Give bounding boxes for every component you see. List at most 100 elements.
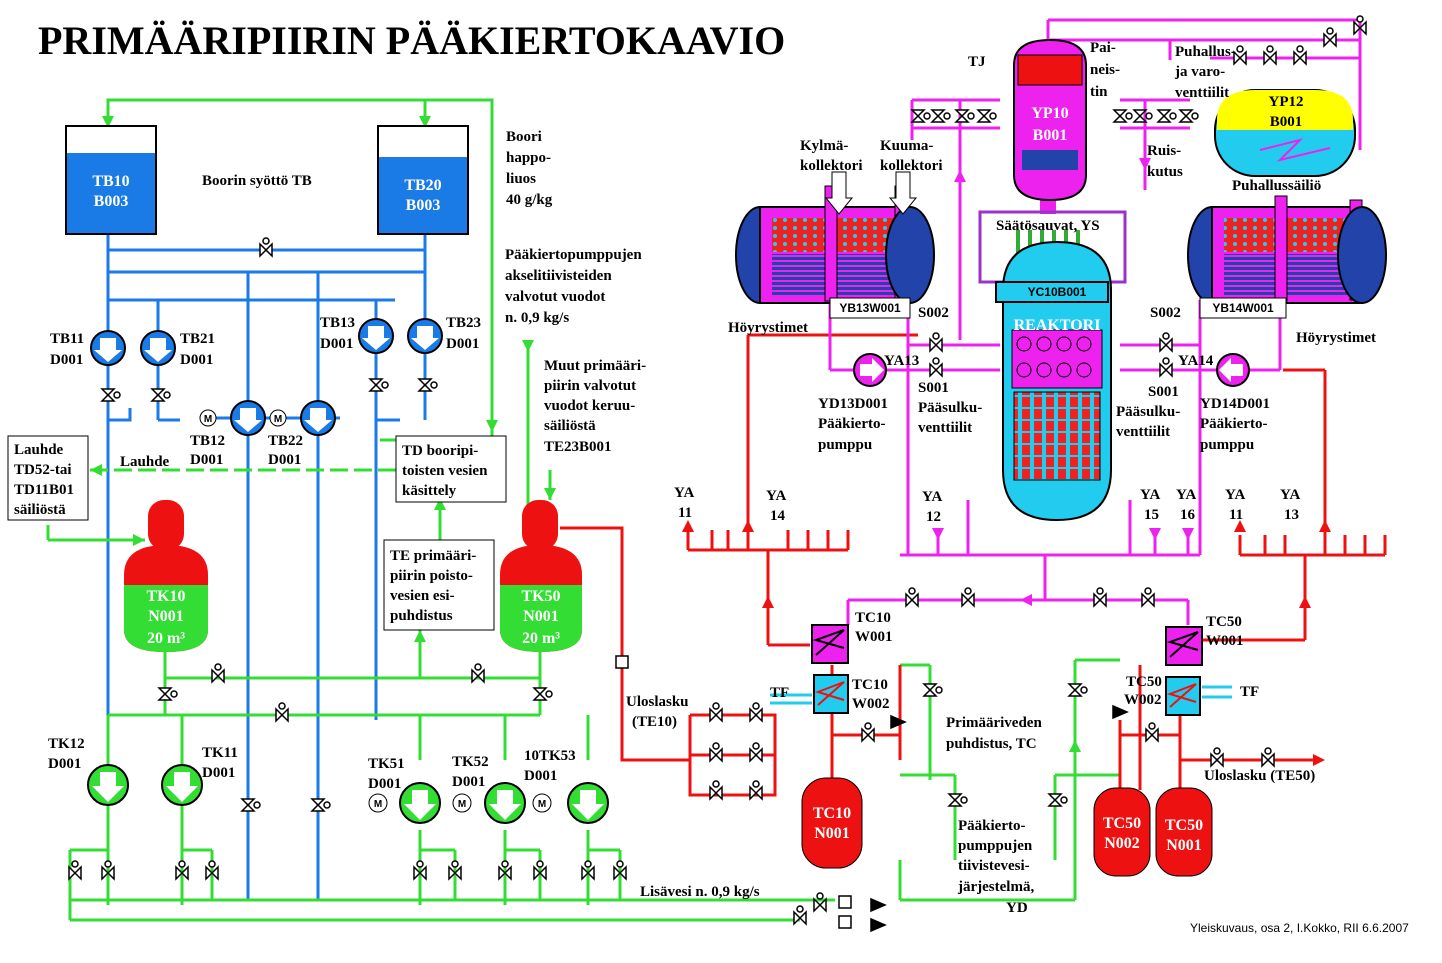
svg-text:TE23B001: TE23B001 <box>544 439 612 455</box>
valve-icon <box>929 362 943 378</box>
svg-text:20 m³: 20 m³ <box>522 630 560 647</box>
svg-text:venttiilit: venttiilit <box>918 420 972 436</box>
svg-text:YA13: YA13 <box>884 353 919 369</box>
svg-text:Lauhde: Lauhde <box>120 454 170 470</box>
valve-actuator-icon <box>1080 686 1088 694</box>
valve-icon <box>1141 592 1155 608</box>
svg-text:N002: N002 <box>1104 835 1140 852</box>
valve-icon <box>259 242 273 258</box>
svg-text:Kuuma-: Kuuma- <box>880 138 933 154</box>
valve-actuator-icon <box>1148 722 1156 730</box>
valve-actuator-icon <box>935 686 943 694</box>
svg-text:W002: W002 <box>1124 692 1162 708</box>
tank-tc50n002: TC50 N002 <box>1093 787 1151 877</box>
svg-text:vuodot keruu-: vuodot keruu- <box>544 398 635 414</box>
svg-text:Lisävesi n. 0,9 kg/s: Lisävesi n. 0,9 kg/s <box>640 884 760 900</box>
svg-text:S001: S001 <box>1148 384 1179 400</box>
pump-tk52 <box>452 782 526 824</box>
svg-text:TB22: TB22 <box>268 433 303 449</box>
valve-actuator-icon <box>1264 747 1272 755</box>
check-valve-icon <box>870 897 887 913</box>
pump-tb12 <box>199 400 266 436</box>
svg-text:W002: W002 <box>852 696 890 712</box>
svg-text:käsittely: käsittely <box>402 483 457 499</box>
svg-text:11: 11 <box>1229 507 1243 523</box>
svg-text:N001: N001 <box>523 608 559 625</box>
tank-tk50: TK50 N001 20 m³ <box>500 500 582 652</box>
svg-text:16: 16 <box>1180 507 1196 523</box>
svg-text:Höyrystimet: Höyrystimet <box>728 320 808 336</box>
tank-tb10: TB10 B003 <box>65 125 157 235</box>
valve-icon <box>929 337 943 353</box>
svg-text:TC10: TC10 <box>852 677 888 693</box>
valve-actuator-icon <box>1266 45 1274 53</box>
svg-text:akselitiivisteiden: akselitiivisteiden <box>505 268 612 284</box>
valve-icon <box>1233 50 1247 66</box>
svg-text:D001: D001 <box>268 452 301 468</box>
svg-text:piirin poisto-: piirin poisto- <box>390 568 473 584</box>
svg-text:TC50: TC50 <box>1165 817 1203 834</box>
valve-icon <box>498 865 512 881</box>
valve-actuator-icon <box>712 742 720 750</box>
svg-text:TK50: TK50 <box>521 588 560 605</box>
svg-text:YA: YA <box>674 485 694 501</box>
svg-text:M: M <box>204 414 212 425</box>
cold-collector-arrow <box>824 171 854 215</box>
valve-actuator-icon <box>113 391 121 399</box>
svg-text:Pääkierto-: Pääkierto- <box>958 818 1025 834</box>
pressurizer-yp10: YP10 B001 <box>1013 38 1087 214</box>
svg-text:12: 12 <box>926 509 941 525</box>
svg-text:liuos: liuos <box>506 171 536 187</box>
pump-tk53 <box>532 782 609 824</box>
valve-actuator-icon <box>964 587 972 595</box>
svg-text:YP10: YP10 <box>1031 105 1068 122</box>
valve-icon <box>947 793 963 807</box>
valve-actuator-icon <box>1144 587 1152 595</box>
svg-text:TK51: TK51 <box>368 756 405 772</box>
valve-icon <box>1132 109 1148 123</box>
valve-icon <box>471 668 485 684</box>
valve-actuator-icon <box>545 690 553 698</box>
valve-icon <box>448 865 462 881</box>
valve-actuator-icon <box>967 112 975 120</box>
valve-actuator-icon <box>796 905 804 913</box>
svg-text:ja varo-: ja varo- <box>1174 64 1225 80</box>
svg-text:D001: D001 <box>48 756 81 772</box>
svg-text:YA: YA <box>1140 487 1160 503</box>
svg-text:M: M <box>374 799 382 810</box>
pump-tb13 <box>358 318 394 354</box>
svg-text:Ruis-: Ruis- <box>1147 143 1181 159</box>
valve-icon <box>150 388 166 402</box>
svg-text:Boorin syöttö TB: Boorin syöttö TB <box>202 173 312 189</box>
svg-text:D001: D001 <box>50 352 83 368</box>
svg-text:TC50: TC50 <box>1126 674 1162 690</box>
svg-text:N001: N001 <box>1166 837 1202 854</box>
svg-text:pumppujen: pumppujen <box>958 838 1033 854</box>
svg-text:S002: S002 <box>1150 305 1181 321</box>
valve-icon <box>211 668 225 684</box>
svg-text:YP12: YP12 <box>1269 94 1304 110</box>
tank-tk10: TK10 N001 20 m³ <box>124 500 208 652</box>
svg-text:TC50: TC50 <box>1103 815 1141 832</box>
svg-text:N001: N001 <box>814 825 850 842</box>
svg-text:TE primääri-: TE primääri- <box>390 548 476 564</box>
valve-actuator-icon <box>178 860 186 868</box>
svg-text:kollektori: kollektori <box>880 158 943 174</box>
valve-icon <box>1178 109 1194 123</box>
svg-text:Kylmä-: Kylmä- <box>800 138 848 154</box>
svg-text:TK12: TK12 <box>48 736 85 752</box>
svg-text:TB20: TB20 <box>404 177 441 194</box>
valve-actuator-icon <box>416 860 424 868</box>
svg-text:YB13W001: YB13W001 <box>839 301 901 315</box>
filter-icon <box>838 895 852 909</box>
valve-icon <box>1159 362 1173 378</box>
svg-text:TB23: TB23 <box>446 315 481 331</box>
valve-actuator-icon <box>960 796 968 804</box>
heat-exchanger-tc10w001 <box>811 624 849 664</box>
valve-icon <box>709 707 723 723</box>
valve-actuator-icon <box>262 237 270 245</box>
valve-icon <box>813 897 827 913</box>
svg-text:15: 15 <box>1144 507 1159 523</box>
svg-text:piirin valvotut: piirin valvotut <box>544 378 636 394</box>
svg-text:Pääkierto-: Pääkierto- <box>818 416 885 432</box>
